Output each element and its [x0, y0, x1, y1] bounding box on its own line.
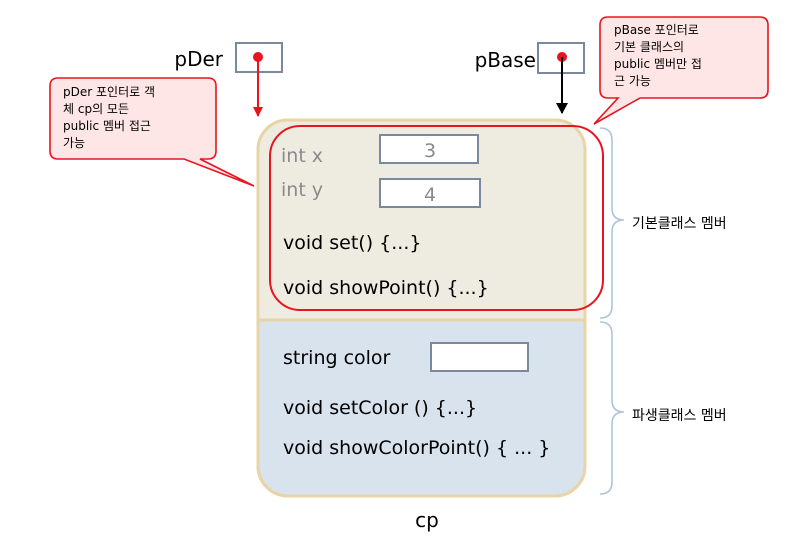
derived-members-label: 파생클래스 멤버 — [632, 408, 727, 424]
pbase-label: pBase — [475, 48, 536, 72]
field-color-value-box — [430, 342, 529, 372]
field-y-value: 4 — [424, 184, 436, 206]
base-members-label: 기본클래스 멤버 — [632, 216, 727, 232]
derived-members-brace — [599, 321, 625, 495]
method-set: void set() {...} — [283, 232, 421, 254]
base-members-brace — [599, 127, 625, 319]
field-y-label: int y — [281, 179, 323, 201]
pder-callout-line-2: 체 cp의 모든 — [63, 102, 129, 116]
field-x-value: 3 — [424, 140, 436, 162]
pbase-callout-line-3: public 멤버만 접 — [614, 57, 702, 71]
pder-label: pDer — [174, 47, 223, 71]
field-y-value-box — [379, 178, 481, 208]
pder-callout-line-3: public 멤버 접근 — [63, 119, 151, 133]
pder-callout-line-4: 가능 — [63, 136, 85, 150]
pbase-callout-line-2: 기본 클래스의 — [614, 40, 684, 54]
pder-callout-line-1: pDer 포인터로 객 — [63, 85, 155, 99]
base-section — [258, 120, 585, 320]
method-showpoint: void showPoint() {...} — [283, 277, 489, 299]
pbase-callout-line-1: pBase 포인터로 — [614, 23, 699, 37]
field-x-label: int x — [281, 145, 323, 167]
method-setcolor: void setColor () {...} — [283, 397, 477, 419]
field-color-label: string color — [283, 347, 391, 369]
field-x-value-box — [379, 134, 479, 164]
object-name-label: cp — [415, 508, 439, 532]
pbase-scope-outline — [269, 125, 604, 311]
pder-callout: pDer 포인터로 객 체 cp의 모든 public 멤버 접근 가능 — [49, 77, 255, 187]
pbase-callout-line-4: 근 가능 — [614, 74, 651, 88]
object-cp — [256, 118, 587, 498]
pbase-callout: pBase 포인터로 기본 클래스의 public 멤버만 접 근 가능 — [593, 16, 769, 125]
method-showcolorpoint: void showColorPoint() { ... } — [283, 437, 550, 459]
